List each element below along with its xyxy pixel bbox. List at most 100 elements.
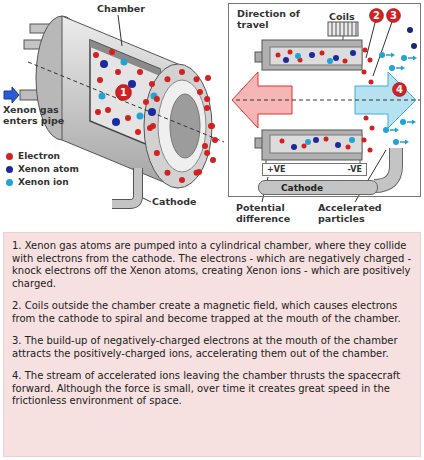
legend-text: Xenon atom — [18, 164, 79, 175]
callout-circle: 2 — [369, 8, 384, 23]
axis-line — [28, 62, 224, 142]
electron-dot — [149, 81, 155, 87]
electron-dot — [197, 89, 203, 95]
motion-arrow-head — [405, 140, 409, 145]
electron-dot — [125, 115, 131, 121]
electron-dot — [346, 145, 351, 150]
motion-arrow-head — [401, 66, 405, 71]
xenon-ion-dot — [327, 58, 333, 64]
xenon-atom-dot — [333, 55, 339, 61]
step-text: 1. Xenon gas atoms are pumped into a cyl… — [12, 240, 412, 290]
xenon-ion-dot — [383, 127, 389, 133]
xenon-atom-dot — [313, 137, 319, 143]
polarity-label: -VE — [348, 165, 362, 174]
xenon-ion-dot — [305, 139, 311, 145]
xenon-ion-dot — [400, 119, 406, 125]
gas-arrow — [4, 87, 19, 103]
xenon-ion-dot — [401, 55, 407, 61]
step-text: 4. The stream of accelerated ions leavin… — [12, 370, 412, 408]
inset-panel: Direction of travelCoils234+VE-VECathode — [228, 3, 421, 197]
electron-dot — [97, 77, 103, 83]
electron-dot — [135, 129, 141, 135]
xenon-ion-dot — [137, 113, 144, 120]
cathode-tube-outline — [374, 148, 396, 186]
electron-dot — [143, 99, 149, 105]
electron-dot — [212, 137, 218, 143]
cathode-tube-outline — [112, 168, 138, 204]
xenon-ion-dot — [121, 59, 128, 66]
part-label: Chamber — [97, 3, 167, 14]
callout-circle: 3 — [386, 8, 401, 23]
particle-dot — [407, 27, 413, 33]
xenon-atom-dot — [309, 52, 315, 58]
xenon-atom-dot — [148, 108, 156, 116]
part-label: Xenon gas enters pipe — [3, 104, 77, 126]
electron-dot — [165, 170, 171, 176]
cutaway-rim — [90, 40, 160, 76]
step-text: 3. The build-up of negatively-charged el… — [12, 335, 412, 360]
electron-dot — [204, 150, 210, 156]
electron-dot — [179, 69, 185, 75]
callout-circle: 1 — [115, 84, 132, 101]
electron-dot — [209, 123, 215, 129]
legend-row: Electron — [6, 150, 79, 163]
leader-line — [118, 15, 122, 46]
leader-line — [366, 19, 376, 58]
panel-label: Coils — [329, 11, 369, 22]
cathode-tube — [374, 148, 396, 186]
xenon-atom-dot — [100, 60, 108, 68]
inset-background — [228, 3, 421, 197]
text-panel: 1. Xenon gas atoms are pumped into a cyl… — [3, 232, 421, 457]
callout-outline — [116, 85, 132, 101]
xenon-ion-dot — [99, 93, 106, 100]
thrust-arrow — [232, 72, 292, 128]
xenon-ion-dot — [379, 52, 385, 58]
particle-dot — [411, 43, 417, 49]
callout-circle: 4 — [392, 82, 407, 97]
electron-dot — [363, 48, 368, 53]
chamber-channel — [270, 135, 362, 153]
polarity-label: +VE — [267, 165, 285, 174]
legend-swatch — [6, 179, 13, 186]
electron-dot — [280, 139, 285, 144]
callout-number: 3 — [390, 11, 397, 21]
electron-dot — [137, 69, 143, 75]
electron-dot — [210, 157, 216, 163]
coil-winding — [332, 22, 356, 36]
electron-dot — [368, 58, 373, 63]
legend: ElectronXenon atomXenon ion — [6, 150, 79, 189]
thruster-chamber — [4, 15, 224, 204]
xenon-atom-dot — [291, 144, 297, 150]
part-label: Accelerated particles — [318, 202, 408, 224]
electron-dot — [165, 76, 171, 82]
legend-row: Xenon ion — [6, 176, 79, 189]
xenon-ion-dot — [393, 139, 399, 145]
legend-text: Electron — [18, 151, 60, 162]
part-label: Potential difference — [236, 202, 312, 224]
callout-outline — [393, 83, 407, 97]
electron-dot — [320, 51, 325, 56]
electron-dot — [179, 177, 185, 183]
electron-dot — [324, 137, 329, 142]
motion-arrow-head — [395, 128, 399, 133]
part-label: Cathode — [281, 183, 323, 193]
particle-dots — [93, 27, 417, 183]
electron-dot — [194, 76, 200, 82]
callout-outline — [370, 9, 384, 23]
electron-dot — [369, 80, 374, 85]
xenon-atom-dot — [350, 50, 356, 56]
xenon-ion-dot — [349, 137, 355, 143]
xenon-ion-dot — [389, 65, 395, 71]
coil — [328, 22, 358, 36]
electron-dot — [196, 169, 202, 175]
electron-dot — [205, 75, 211, 81]
electron-dot — [115, 69, 121, 75]
xenon-atom-dot — [283, 57, 289, 63]
electron-dot — [204, 96, 210, 102]
part-label: Cathode — [152, 196, 214, 207]
electron-dot — [368, 148, 373, 153]
electron-dot — [154, 150, 160, 156]
cathode-tube: Cathode — [258, 180, 378, 195]
callout-number: 2 — [373, 11, 380, 21]
